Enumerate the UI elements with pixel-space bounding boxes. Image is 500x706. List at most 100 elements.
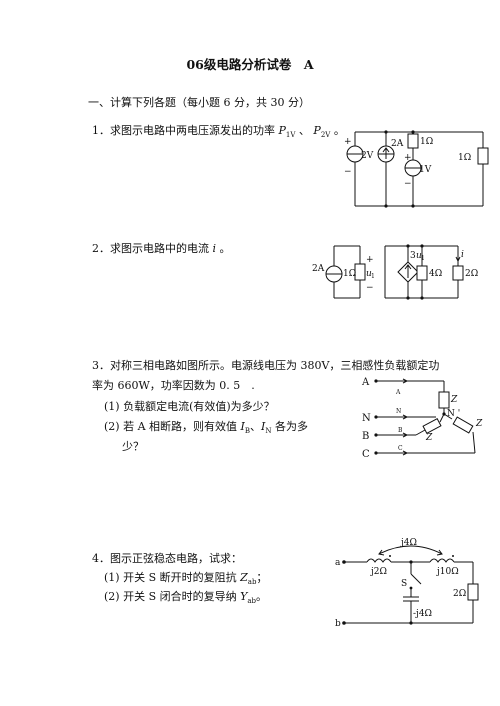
fig3-z-b: Z bbox=[425, 433, 433, 443]
fig4-l1-label: j2Ω bbox=[370, 567, 387, 577]
fig3-impedance-c bbox=[452, 416, 474, 434]
fig4-inductor-2 bbox=[429, 558, 455, 563]
question-4-sub-1: (1) 开关 S 断开时的复阻抗 Zab； bbox=[104, 569, 267, 586]
fig3-label-n: N bbox=[362, 413, 371, 424]
q4-number: 4． bbox=[92, 552, 110, 565]
fig3-impedance-b bbox=[422, 418, 442, 434]
question-3-line-1: 3．对称三相电路如图所示。电源线电压为 380V，三相感性负载额定功 bbox=[92, 359, 440, 372]
fig2-i-label: i bbox=[461, 250, 464, 260]
fig2-is-label: 2A bbox=[312, 264, 325, 274]
figure-2-circuit: 2A 1Ω + u 1 − 3 u 1 4Ω 2Ω i bbox=[312, 244, 478, 300]
figure-4-circuit: a b j4Ω j2Ω j10Ω S 2Ω -j4Ω bbox=[335, 538, 479, 629]
fig4-mutual-arc bbox=[378, 545, 443, 555]
question-3-sub-2: (2) 若 A 相断路，则有效值 IB、IN 各为多 bbox=[104, 418, 308, 435]
q1-sep: 、 bbox=[298, 124, 310, 137]
fig1-vs1-label: 2V bbox=[361, 151, 374, 161]
fig1-vs2-label: 1V bbox=[419, 165, 432, 175]
q4-sub2-end: 。 bbox=[256, 590, 268, 603]
fig2-dep-coef: 3 bbox=[410, 251, 416, 261]
q4-sub1-end: ； bbox=[256, 571, 268, 584]
fig4-cap-label: -j4Ω bbox=[413, 609, 432, 619]
q3-in-sub: N bbox=[265, 427, 272, 436]
fig2-resistor-2 bbox=[452, 265, 464, 281]
q4-y: Y bbox=[240, 590, 248, 603]
q4-z-sub: ab bbox=[247, 578, 257, 587]
q1-p2-sub: 2V bbox=[320, 131, 331, 140]
question-3-sub-2-cont: 少？ bbox=[122, 440, 144, 453]
page-title: 06级电路分析试卷 A bbox=[186, 57, 314, 72]
q1-number: 1． bbox=[92, 124, 110, 137]
fig3-label-a: A bbox=[361, 377, 370, 388]
q4-sub1-text: (1) 开关 S 断开时的复阻抗 bbox=[104, 571, 237, 584]
fig1-plus-1: + bbox=[344, 137, 352, 147]
fig1-resistor-2 bbox=[477, 147, 489, 165]
fig2-dep-sub: 1 bbox=[421, 255, 425, 262]
fig4-terminal-b: b bbox=[335, 619, 341, 629]
fig2-dep-var: u bbox=[416, 251, 422, 261]
q1-end: 。 bbox=[333, 124, 345, 137]
fig2-resistor-4 bbox=[416, 265, 428, 281]
fig1-resistor-1 bbox=[407, 133, 419, 149]
fig1-minus-1: − bbox=[344, 167, 352, 177]
question-4-sub-2: (2) 开关 S 闭合时的复导纳 Yab。 bbox=[104, 588, 267, 605]
q2-var: i bbox=[212, 242, 217, 255]
fig3-z-c: Z bbox=[475, 419, 483, 429]
fig3-current-c: C bbox=[398, 445, 403, 452]
fig1-r1-label: 1Ω bbox=[420, 137, 433, 147]
fig2-r2-label: 4Ω bbox=[429, 269, 442, 279]
fig3-current-b: B bbox=[398, 427, 403, 434]
fig4-inductor-1 bbox=[366, 558, 392, 563]
fig1-r2-label: 1Ω bbox=[458, 153, 471, 163]
fig3-current-n: N bbox=[396, 408, 401, 415]
fig3-label-c: C bbox=[362, 449, 370, 460]
fig1-plus-2: + bbox=[404, 153, 412, 163]
fig3-neutral-prime: N ' bbox=[447, 409, 460, 419]
q3-sub2-text: (2) 若 A 相断路，则有效值 bbox=[104, 420, 238, 433]
question-2: 2．求图示电路中的电流 i 。 bbox=[92, 240, 231, 256]
fig2-plus: + bbox=[366, 255, 374, 265]
fig2-r1-label: 1Ω bbox=[343, 269, 356, 279]
fig3-label-b: B bbox=[362, 431, 369, 442]
q4-text: 图示正弦稳态电路，试求： bbox=[110, 552, 242, 565]
fig4-l2-label: j10Ω bbox=[436, 567, 459, 577]
q3-in: I bbox=[261, 420, 266, 433]
fig1-is1-label: 2A bbox=[391, 139, 404, 149]
fig4-switch-label: S bbox=[401, 579, 407, 589]
fig2-minus: − bbox=[366, 283, 374, 293]
fig4-mutual-label: j4Ω bbox=[400, 538, 417, 548]
q3-ib: I bbox=[240, 420, 245, 433]
fig2-r3-label: 2Ω bbox=[465, 269, 478, 279]
figure-3-three-phase: A N B C A N B C Z Z Z N ' bbox=[361, 377, 483, 460]
q1-p2: P bbox=[313, 124, 321, 137]
q1-text: 求图示电路中两电压源发出的功率 bbox=[110, 124, 275, 137]
q3-sub2-tail: 各为多 bbox=[275, 420, 309, 433]
q2-number: 2． bbox=[92, 242, 110, 255]
figure-1-circuit: + − 2V 2A 1Ω + − 1V 1Ω bbox=[344, 130, 489, 208]
question-1: 1．求图示电路中两电压源发出的功率 P1V 、 P2V 。 bbox=[92, 122, 345, 139]
q1-p1: P bbox=[278, 124, 286, 137]
fig4-terminal-a: a bbox=[335, 558, 341, 568]
q3-ib-sub: B bbox=[244, 427, 251, 436]
q4-z: Z bbox=[240, 571, 248, 584]
fig2-u1-sub: 1 bbox=[371, 273, 375, 280]
question-3-line-2: 率为 660W，功率因数为 0. 5 . bbox=[92, 379, 255, 392]
q2-end: 。 bbox=[219, 242, 231, 255]
q3-sub2-sep: 、 bbox=[250, 420, 262, 433]
fig2-resistor-1 bbox=[354, 263, 366, 281]
fig2-u1-label: u bbox=[366, 269, 372, 279]
question-3-sub-1: (1) 负载额定电流(有效值)为多少？ bbox=[104, 400, 275, 413]
section-heading: 一、计算下列各题（每小题 6 分，共 30 分） bbox=[88, 96, 310, 109]
fig3-current-a: A bbox=[395, 389, 401, 396]
q4-y-sub: ab bbox=[247, 597, 257, 606]
fig4-r-label: 2Ω bbox=[453, 589, 466, 599]
fig4-switch bbox=[410, 573, 422, 585]
fig4-resistor bbox=[467, 583, 479, 601]
fig1-wires bbox=[354, 131, 484, 207]
q1-p1-sub: 1V bbox=[285, 131, 296, 140]
q4-sub2-text: (2) 开关 S 闭合时的复导纳 bbox=[104, 590, 237, 603]
question-4: 4．图示正弦稳态电路，试求： bbox=[92, 550, 242, 566]
q2-text: 求图示电路中的电流 bbox=[110, 242, 209, 255]
fig1-minus-2: − bbox=[404, 179, 412, 189]
fig3-impedance-a bbox=[438, 391, 450, 409]
fig3-z-a: Z bbox=[450, 395, 458, 405]
